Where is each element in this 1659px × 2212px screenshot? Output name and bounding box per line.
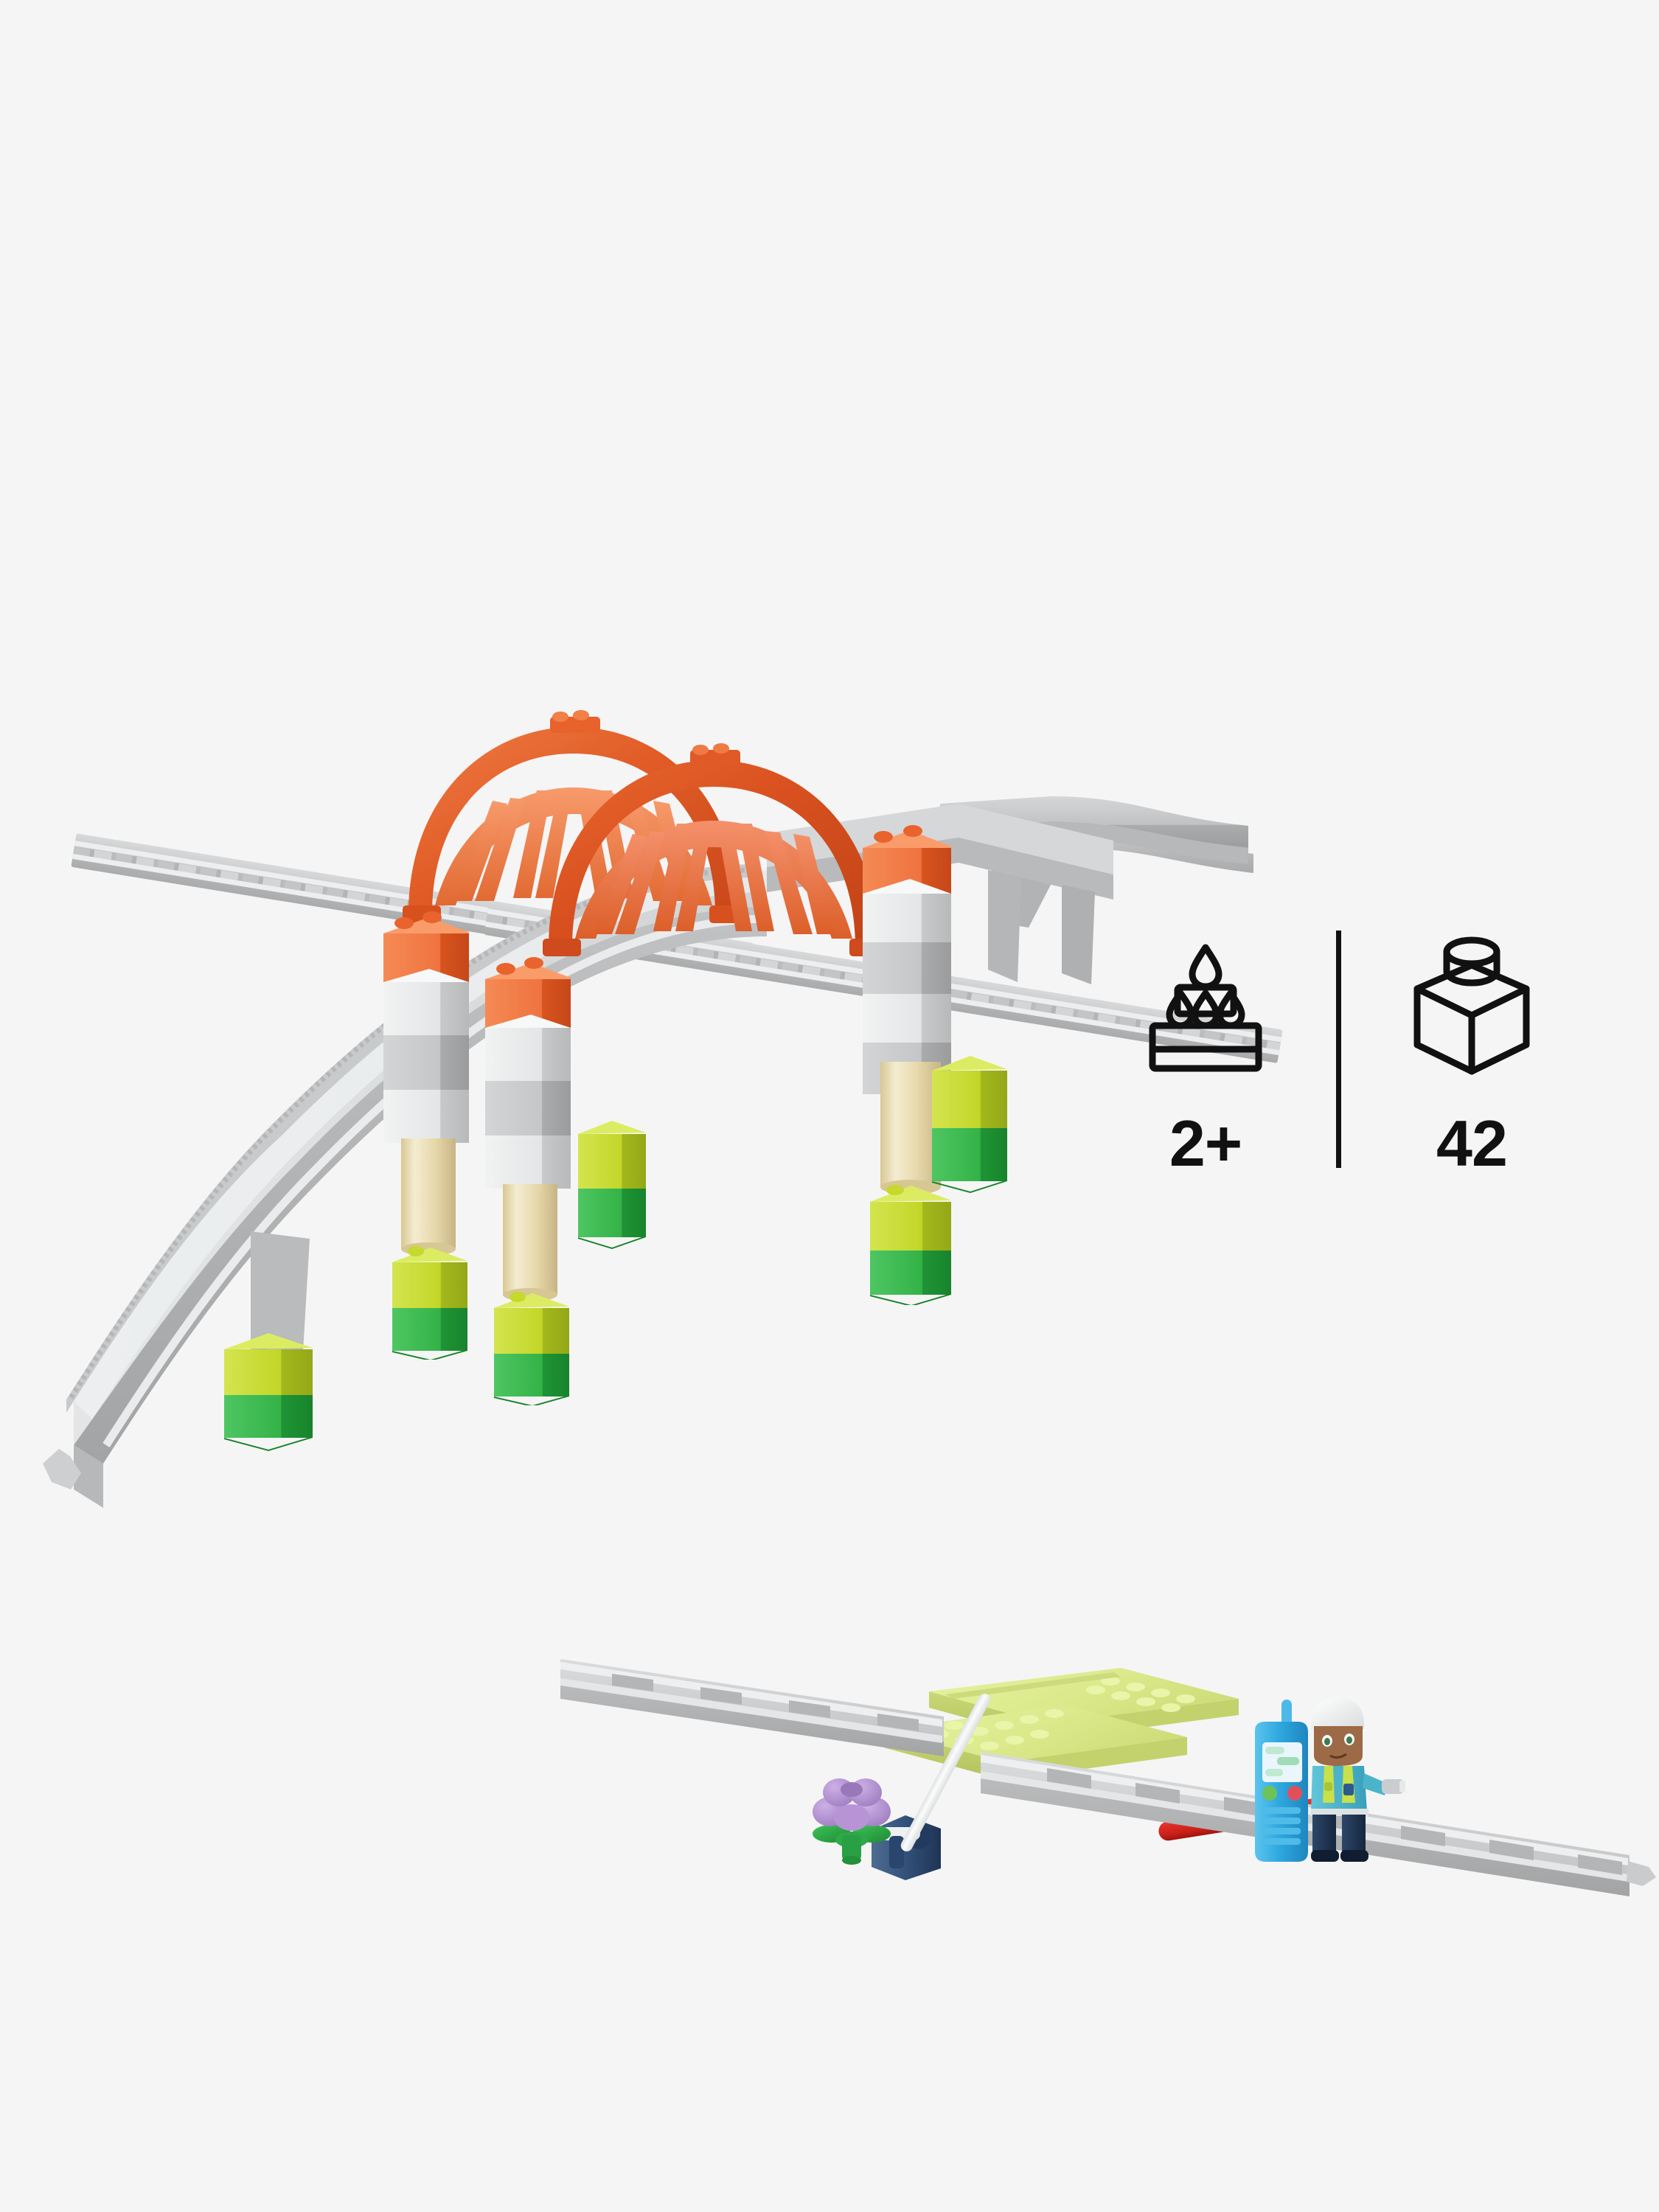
grey-train-track-rear	[560, 1659, 944, 1756]
orange-arch-bridge-left	[403, 710, 748, 923]
piece-count-badge: 42	[1380, 918, 1564, 1176]
lime-level-crossing-plate	[883, 1668, 1239, 1780]
tan-column	[870, 1062, 951, 1305]
product-photo	[0, 710, 1659, 2212]
tan-column	[494, 1184, 569, 1405]
orange-arch-bridge-right	[543, 743, 888, 956]
badge-divider	[1336, 931, 1341, 1168]
piece-count-value: 42	[1436, 1107, 1508, 1180]
grey-bridge-roadway	[43, 864, 768, 1508]
green-base-brick	[932, 1056, 1007, 1193]
purple-flower	[813, 1778, 891, 1865]
age-icon-wrap	[1132, 918, 1279, 1080]
tan-column	[392, 1138, 467, 1360]
piece-count-icon-wrap	[1398, 918, 1545, 1080]
age-value: 2+	[1169, 1107, 1242, 1180]
lego-brick-icon	[1413, 936, 1530, 1075]
birthday-cake-icon	[1149, 944, 1262, 1072]
blue-phone-brick	[1255, 1700, 1308, 1862]
bridge-pillar-left	[383, 911, 469, 1143]
green-base-brick	[578, 1121, 646, 1249]
age-badge: 2+	[1113, 918, 1298, 1176]
green-base-brick	[224, 1333, 313, 1451]
product-info-badges: 2+ 42	[1113, 918, 1571, 1242]
duplo-figure	[1311, 1698, 1405, 1862]
bridge-pillar-middle	[485, 957, 571, 1189]
